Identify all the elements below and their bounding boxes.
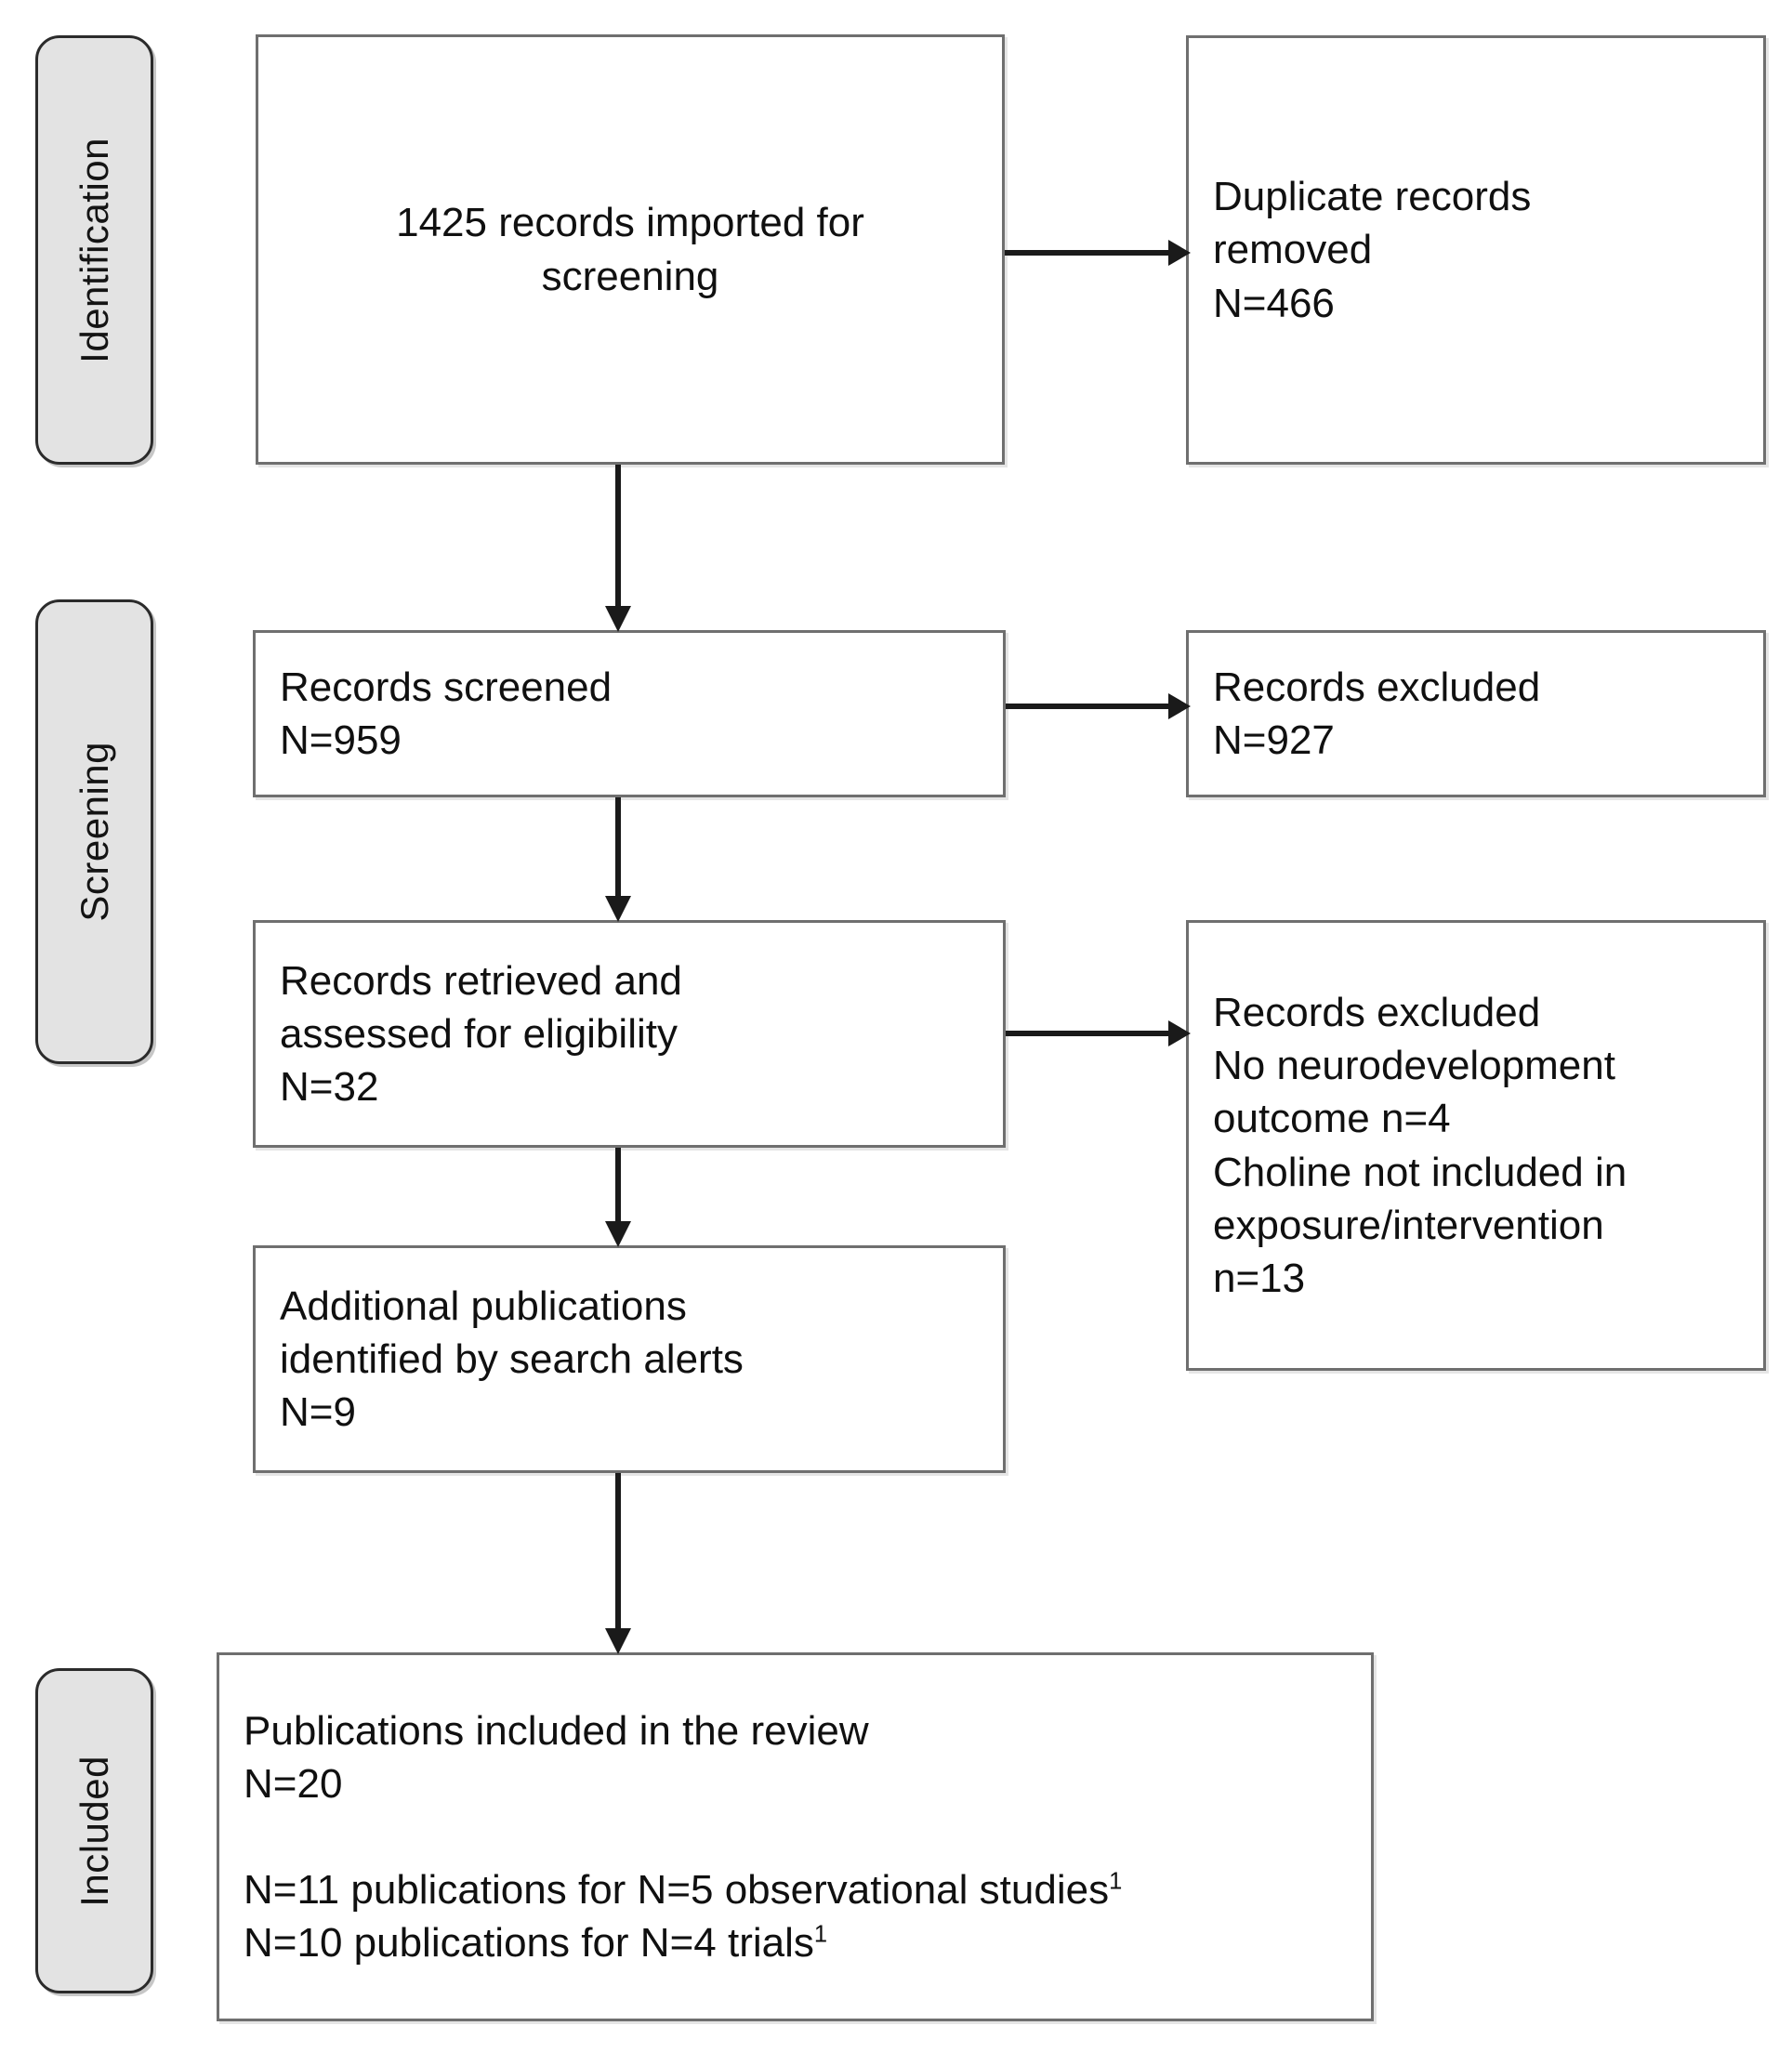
stage-pill-screening: Screening xyxy=(35,599,153,1064)
box-records-screened-text: Records screened N=959 xyxy=(280,664,613,763)
box-records-retrieved: Records retrieved and assessed for eligi… xyxy=(253,920,1006,1148)
connector-imported-to-screened xyxy=(603,465,633,632)
connector-imported-to-duplicates xyxy=(1005,238,1191,268)
included-line-2: N=20 xyxy=(244,1760,343,1807)
box-records-retrieved-text: Records retrieved and assessed for eligi… xyxy=(280,957,682,1111)
included-spacer xyxy=(244,1810,1347,1863)
included-line-3: N=11 publications for N=5 observational … xyxy=(244,1863,1347,1916)
connector-screened-to-retrieved xyxy=(603,797,633,922)
included-line-3-text: N=11 publications for N=5 observational … xyxy=(244,1867,1110,1914)
box-publications-included-text: Publications included in the review N=20… xyxy=(219,1704,1371,1970)
box-records-excluded-eligibility: Records excluded No neurodevelopment out… xyxy=(1186,920,1766,1371)
box-additional-publications: Additional publications identified by se… xyxy=(253,1245,1006,1473)
connector-retrieved-to-excluded xyxy=(1006,1019,1191,1048)
box-records-excluded-screening: Records excluded N=927 xyxy=(1186,630,1766,797)
stage-pill-included: Included xyxy=(35,1668,153,1993)
stage-label-included: Included xyxy=(72,1755,116,1907)
stage-label-screening: Screening xyxy=(72,742,116,922)
stage-pill-identification: Identification xyxy=(35,35,153,465)
connector-additional-to-included xyxy=(603,1473,633,1654)
box-duplicate-records-removed-text: Duplicate records removed N=466 xyxy=(1213,174,1532,326)
included-line-3-footnote: 1 xyxy=(1109,1868,1123,1895)
included-line-4-text: N=10 publications for N=4 trials xyxy=(244,1920,814,1966)
included-line-4: N=10 publications for N=4 trials1 xyxy=(244,1916,1347,1969)
included-line-4-footnote: 1 xyxy=(813,1921,828,1948)
box-records-imported: 1425 records imported for screening xyxy=(256,34,1005,465)
box-records-excluded-eligibility-text: Records excluded No neurodevelopment out… xyxy=(1213,989,1627,1301)
box-records-screened: Records screened N=959 xyxy=(253,630,1006,797)
box-publications-included: Publications included in the review N=20… xyxy=(217,1652,1374,2021)
included-line-1: Publications included in the review xyxy=(244,1707,869,1754)
stage-label-identification: Identification xyxy=(72,137,116,363)
box-duplicate-records-removed: Duplicate records removed N=466 xyxy=(1186,35,1766,465)
box-records-imported-text: 1425 records imported for screening xyxy=(396,200,864,299)
box-records-excluded-screening-text: Records excluded N=927 xyxy=(1213,664,1541,763)
connector-retrieved-to-additional xyxy=(603,1148,633,1247)
box-additional-publications-text: Additional publications identified by se… xyxy=(280,1282,744,1436)
connector-screened-to-excluded xyxy=(1006,691,1191,721)
